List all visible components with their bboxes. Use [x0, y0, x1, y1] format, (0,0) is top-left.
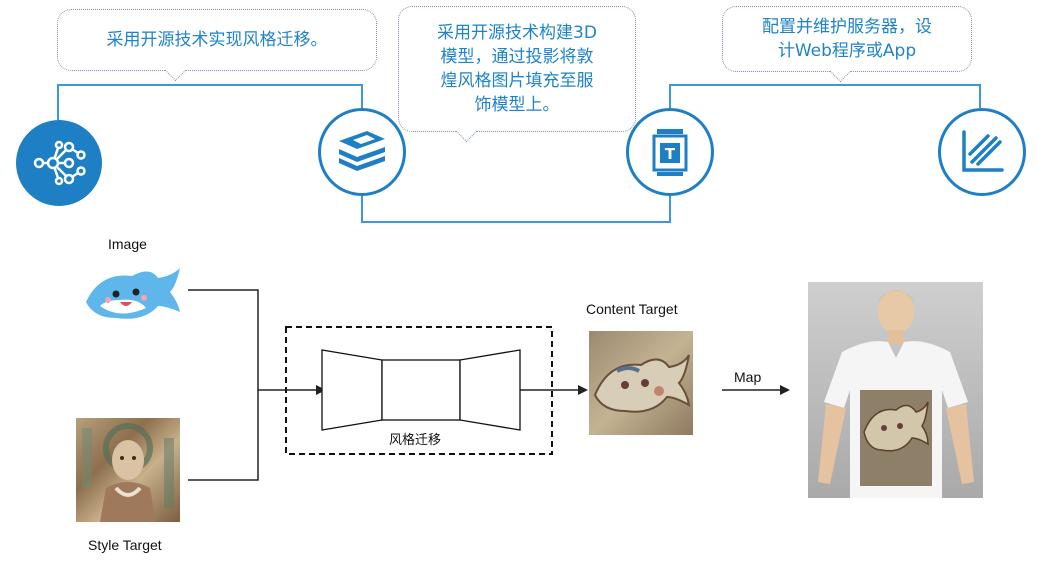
- network-node-icon: [16, 120, 102, 206]
- bubble-server: 配置并维护服务器，设 计Web程序或App: [722, 6, 972, 83]
- latent-block: [381, 359, 461, 421]
- chart-axis-icon: [938, 108, 1026, 196]
- image-label: Image: [108, 236, 147, 252]
- bubble-style-transfer-text: 采用开源技术实现风格迁移。: [106, 30, 328, 50]
- text-box-icon: T: [626, 108, 714, 196]
- bubble-3d-line3: 煌风格图片填充至服: [440, 71, 594, 91]
- bubble-server-line1: 配置并维护服务器，设: [762, 17, 932, 37]
- bubble-server-line2: 计Web程序或App: [777, 41, 917, 61]
- stacked-layers-icon: [318, 108, 406, 196]
- content-target-image: [589, 331, 693, 435]
- encoder-shape: [321, 349, 383, 431]
- map-label: Map: [734, 369, 762, 385]
- style-transfer-label: 风格迁移: [389, 432, 442, 447]
- bubble-3d-line4: 饰模型上。: [474, 95, 560, 115]
- decoder-shape: [459, 349, 521, 431]
- bubble-3d-line1: 采用开源技术构建3D: [437, 23, 597, 43]
- bubble-3d-model: 采用开源技术构建3D 模型，通过投影将敦 煌风格图片填充至服 饰模型上。: [398, 6, 636, 143]
- bubble-3d-line2: 模型，通过投影将敦: [440, 47, 594, 67]
- mannequin-result-image: [808, 282, 983, 498]
- cartoon-shark-image: [80, 262, 184, 326]
- style-target-painting: [76, 418, 180, 522]
- svg-text:T: T: [665, 145, 676, 163]
- bubble-style-transfer: 采用开源技术实现风格迁移。: [57, 9, 377, 82]
- style-target-label: Style Target: [88, 537, 162, 553]
- style-transfer-box: [285, 326, 553, 455]
- content-target-label: Content Target: [586, 301, 678, 317]
